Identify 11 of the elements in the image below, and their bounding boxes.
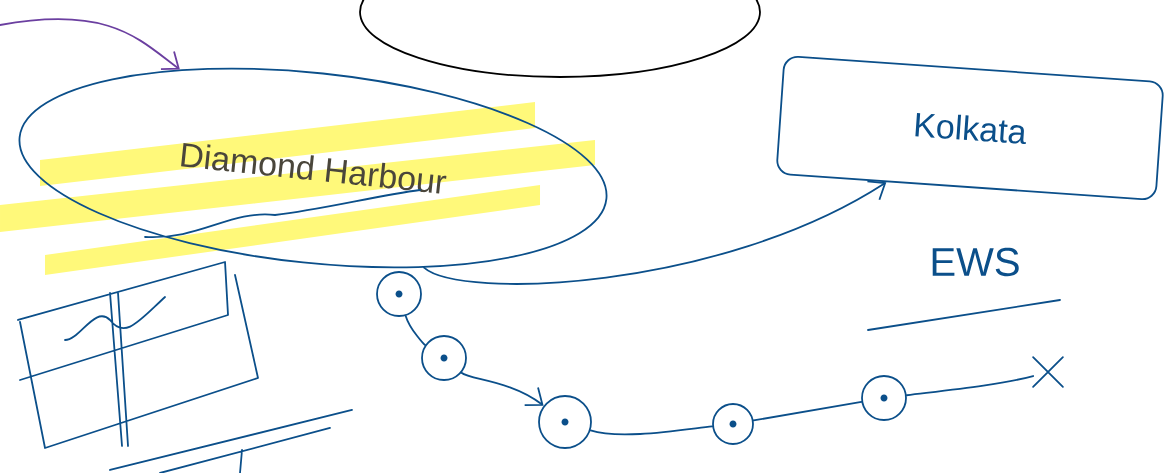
stop-circle [376,271,422,317]
cross-mark [1032,356,1064,388]
place-box: Kolkata [776,55,1164,201]
arrow [423,180,887,285]
stop-circle [861,375,907,421]
arrow [460,371,544,406]
stop-circle [712,403,754,445]
stop-circle [538,395,592,449]
handwritten-label: EWS [932,247,1019,277]
arrow [0,18,180,71]
stop-circle [421,335,467,381]
